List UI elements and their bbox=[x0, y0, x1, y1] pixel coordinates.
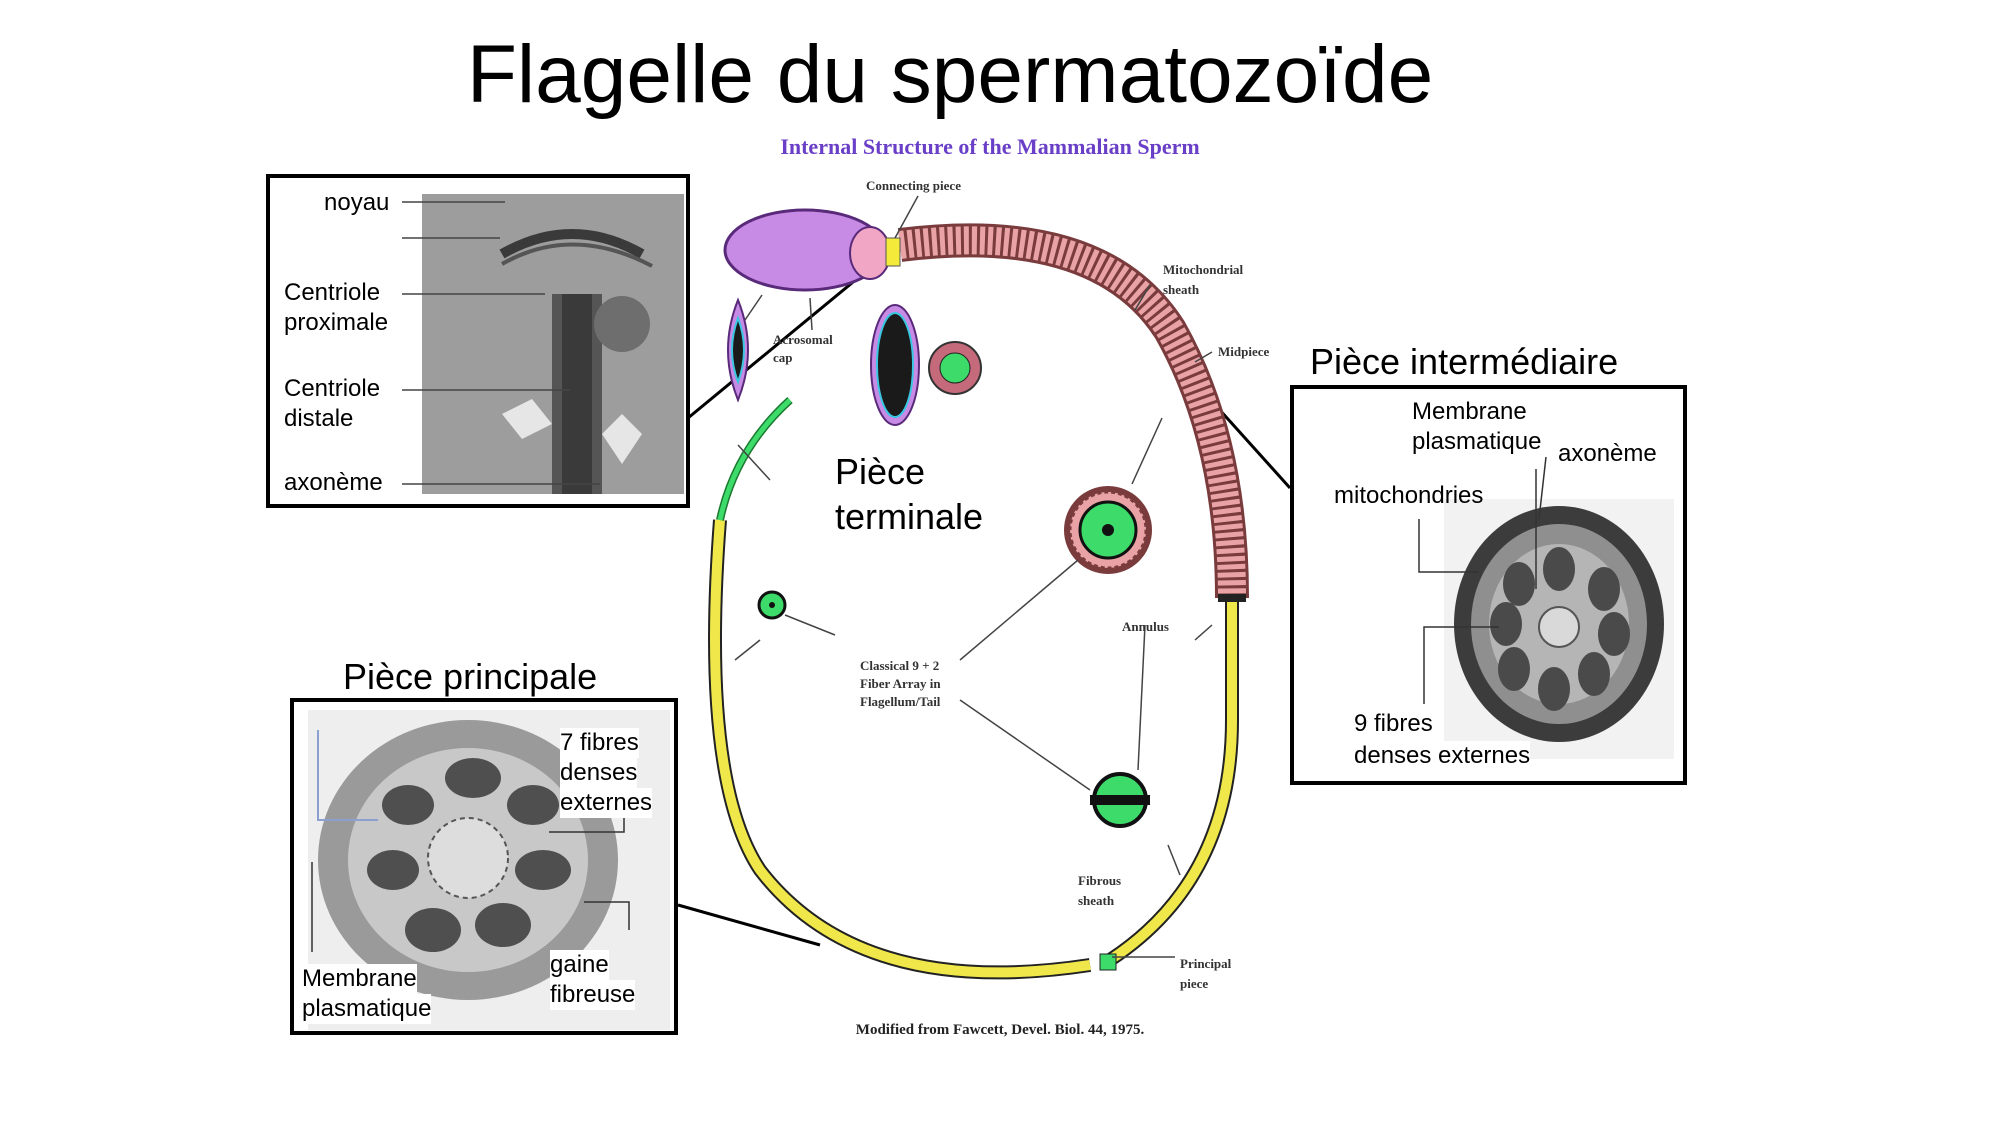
annulus-ring bbox=[1218, 594, 1246, 602]
midpiece-label: Midpiece bbox=[1218, 344, 1269, 359]
mitochondrial-sheath-label-2: sheath bbox=[1163, 282, 1200, 297]
cross-section-midpiece bbox=[1064, 486, 1152, 574]
cross-section-principal bbox=[1090, 772, 1150, 828]
classical-array-label-1: Classical 9 + 2 bbox=[860, 658, 939, 673]
piece-principale-label: Pièce principale bbox=[343, 656, 598, 697]
tail-outline-left bbox=[708, 519, 1092, 980]
centriole-proximale-label-1: Centriole bbox=[284, 278, 381, 308]
connecting-piece-label: Connecting piece bbox=[866, 178, 961, 193]
fibres-denses-label-1: 9 fibres bbox=[1354, 709, 1433, 739]
fibrous-sheath-label-1: Fibrous bbox=[1078, 873, 1121, 888]
tail-principal-piece-left bbox=[710, 519, 1091, 978]
noyau-label: noyau bbox=[324, 188, 390, 218]
figure-credit: Modified from Fawcett, Devel. Biol. 44, … bbox=[855, 1022, 1145, 1038]
slide-title: Flagelle du spermatozoïde bbox=[466, 29, 1434, 120]
piece-intermediaire-label: Pièce intermédiaire bbox=[1310, 341, 1619, 382]
tail-principal-piece-right bbox=[1107, 598, 1237, 965]
panel-centrioles: noyau Centriole proximale Centriole dist… bbox=[266, 174, 690, 508]
midpiece-mitochondrial-sheath bbox=[898, 226, 1246, 599]
connector-line-bottom-left bbox=[677, 903, 821, 947]
axoneme-label-right: axonème bbox=[1558, 440, 1657, 467]
panel-midpiece: Membrane plasmatique axonème mitochondri… bbox=[1290, 385, 1687, 785]
acrosomal-cap-label-1: Acrosomal bbox=[773, 332, 833, 347]
piece-terminale-label-2: terminale bbox=[835, 496, 984, 537]
centriole-distale-label-2: distale bbox=[284, 404, 354, 434]
panel-principal-piece: 7 fibres denses externes Membrane plasma… bbox=[290, 698, 678, 1035]
centriole-proximale-label-2: proximale bbox=[284, 308, 389, 338]
panel-midpiece-pointers bbox=[1418, 456, 1547, 704]
tail-cross-section-cut bbox=[1099, 953, 1117, 971]
membrane-plasmatique-bottom-label-1: Membrane bbox=[302, 964, 417, 994]
piece-terminale-label-1: Pièce bbox=[835, 451, 926, 492]
fibres-denses-7-label-2: denses bbox=[560, 758, 638, 788]
fibres-denses-label-2: denses externes bbox=[1354, 741, 1531, 771]
classical-array-label-3: Flagellum/Tail bbox=[860, 694, 941, 709]
axoneme-label: axonème bbox=[284, 468, 383, 498]
mitochondries-label: mitochondries bbox=[1334, 482, 1484, 509]
gaine-fibreuse-label-1: gaine bbox=[550, 950, 609, 980]
annulus-label: Annulus bbox=[1122, 619, 1169, 634]
micrograph-midpiece bbox=[1444, 499, 1674, 759]
pointer-lines bbox=[734, 195, 1213, 958]
centriole-distale-label-1: Centriole bbox=[284, 374, 381, 404]
fibrous-sheath-label-2: sheath bbox=[1078, 893, 1115, 908]
tail-end-piece bbox=[716, 397, 793, 521]
figure-caption: Internal Structure of the Mammalian Sper… bbox=[780, 134, 1200, 159]
mitochondrial-sheath-label-1: Mitochondrial bbox=[1163, 262, 1244, 277]
acrosomal-cap-label-2: cap bbox=[773, 350, 793, 365]
cross-section-end-piece bbox=[757, 590, 787, 620]
principal-piece-label-2: piece bbox=[1180, 976, 1208, 991]
principal-piece-label-1: Principal bbox=[1180, 956, 1232, 971]
fibres-denses-7-label-1: 7 fibres bbox=[560, 728, 639, 758]
connecting-piece bbox=[885, 237, 901, 267]
connecting-piece-region bbox=[849, 226, 891, 280]
micrograph-centrioles bbox=[422, 194, 684, 494]
membrane-plasmatique-bottom-label-2: plasmatique bbox=[302, 994, 432, 1024]
membrane-plasmatique-label-1: Membrane bbox=[1412, 398, 1527, 425]
fibres-denses-7-label-3: externes bbox=[560, 788, 653, 818]
classical-array-label-2: Fiber Array in bbox=[860, 676, 941, 691]
gaine-fibreuse-label-2: fibreuse bbox=[550, 980, 636, 1010]
membrane-plasmatique-label-2: plasmatique bbox=[1412, 428, 1542, 455]
panel-principal-pointers bbox=[311, 818, 630, 952]
panel-centrioles-pointers bbox=[402, 201, 600, 485]
